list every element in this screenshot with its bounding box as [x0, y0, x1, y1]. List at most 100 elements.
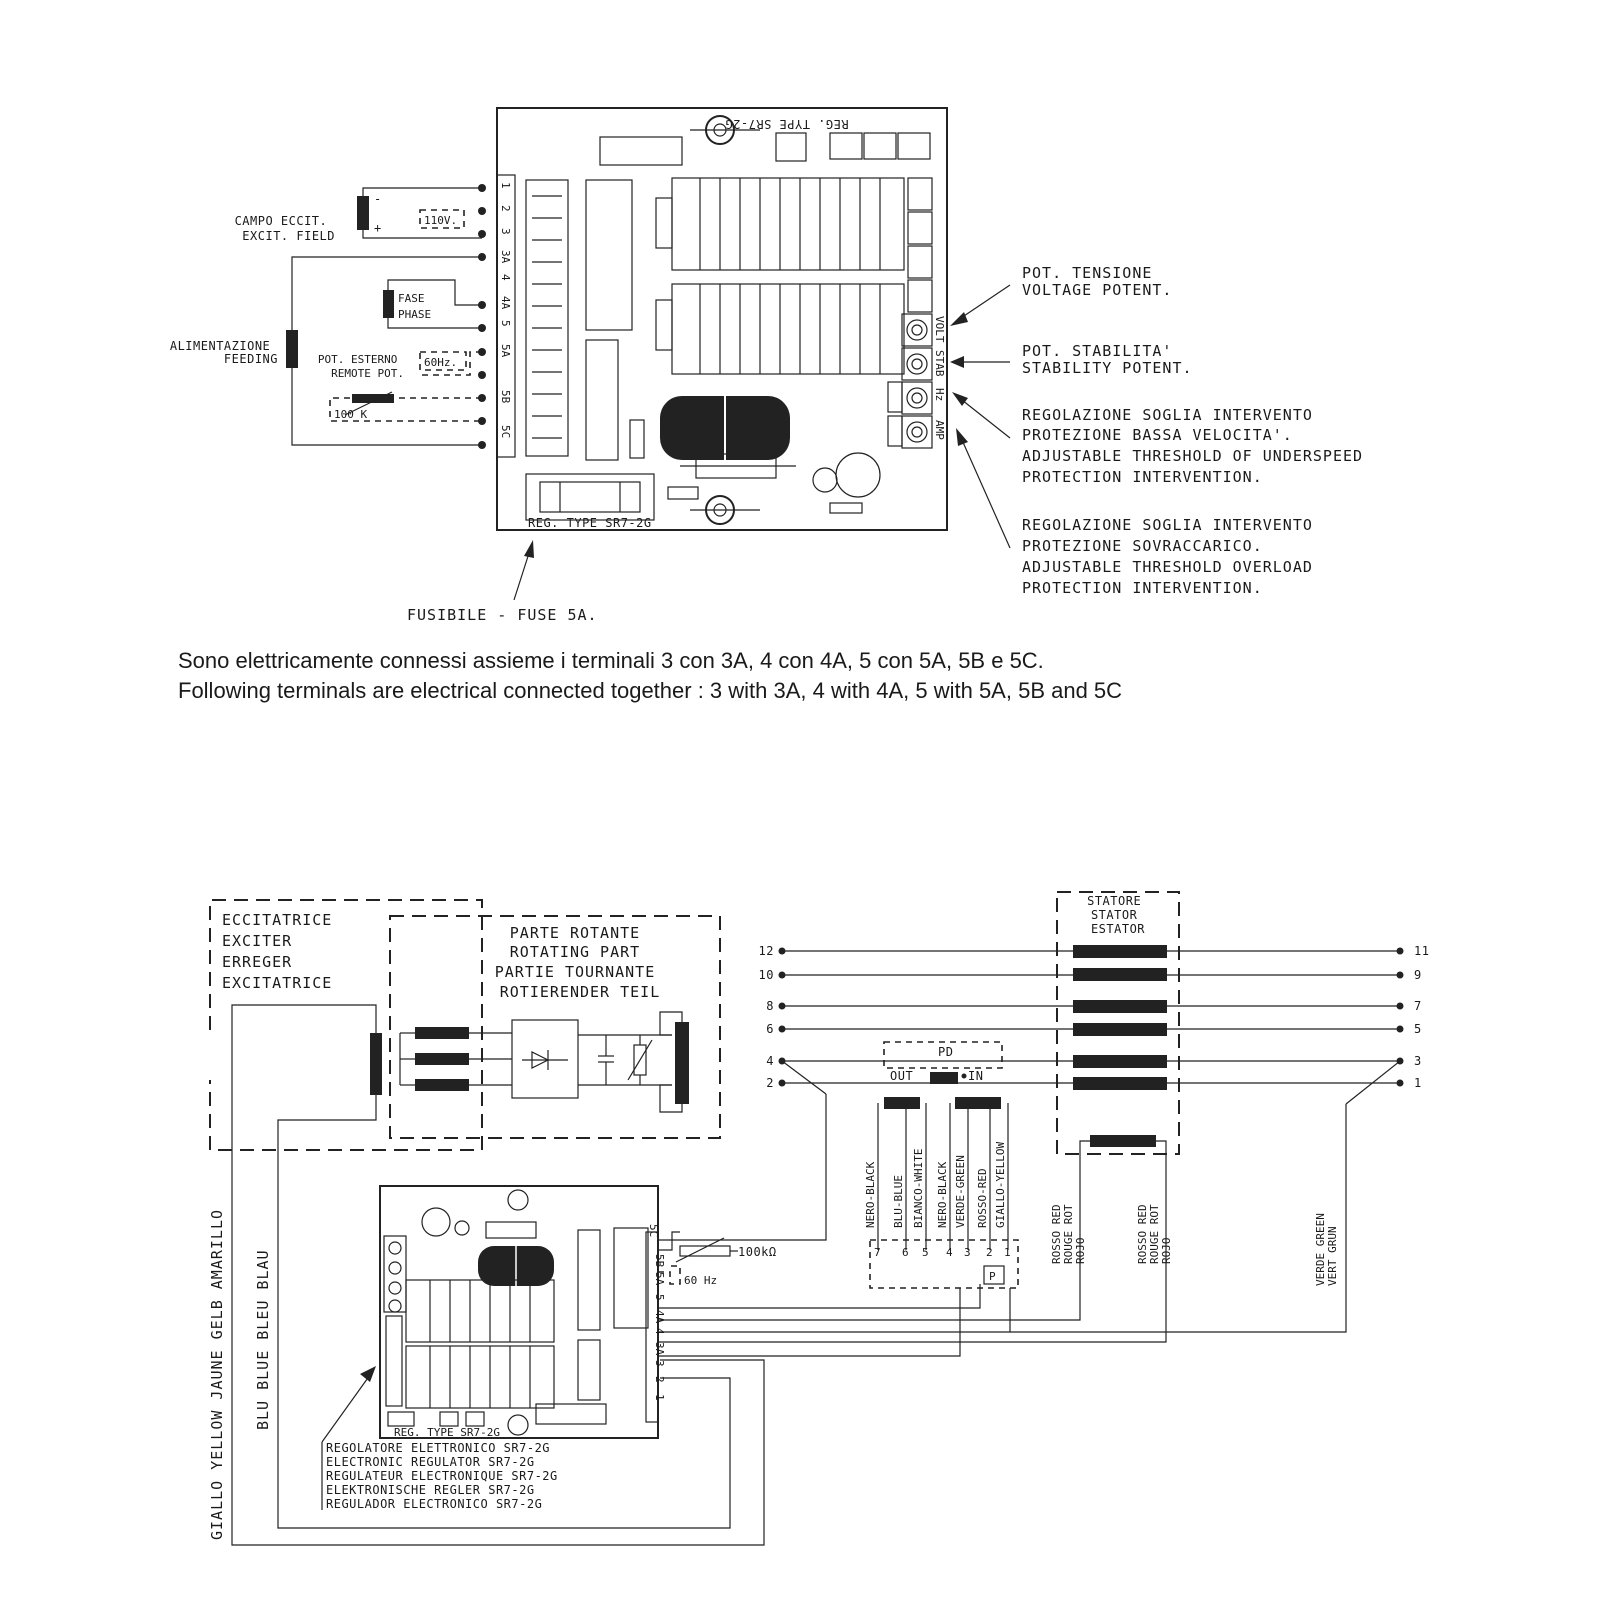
rotating-line: PARTIE TOURNANTE [495, 963, 656, 981]
stability-pot-line: STABILITY POTENT. [1022, 359, 1193, 377]
green-label-line: VERDE GREEN [1314, 1213, 1327, 1286]
remote-pot-label: POT. ESTERNO REMOTE POT. [318, 353, 404, 380]
pd-wire-label: GIALLO-YELLOW [994, 1142, 1007, 1228]
note-english: Following terminals are electrical conne… [178, 678, 1122, 703]
svg-text:-: - [374, 192, 382, 206]
pd-wire-label: VERDE-GREEN [954, 1155, 967, 1228]
pd-wire-label: NERO-BLACK [864, 1161, 877, 1228]
terminal-number: 3 [1414, 1054, 1422, 1068]
terminal-number: 6 [766, 1022, 774, 1036]
stator-line: STATOR [1091, 908, 1138, 922]
terminal-label: 5B [653, 1254, 666, 1268]
red-label-line: ROUGE ROT [1148, 1204, 1161, 1264]
bottom-terminal-labels: 5C 5B 5A 5 4A 4 3A 3 2 1 [647, 1224, 666, 1401]
regulator-line: REGULATEUR ELECTRONIQUE SR7-2G [326, 1469, 558, 1483]
underspeed-line: ADJUSTABLE THRESHOLD OF UNDERSPEED [1022, 447, 1363, 465]
green-label-line: VERT GRUN [1326, 1226, 1339, 1286]
green-label: VERDE GREEN VERT GRUN [1314, 1207, 1339, 1286]
regulator-line: ELEKTRONISCHE REGLER SR7-2G [326, 1483, 535, 1497]
terminal-number: 9 [1414, 968, 1422, 982]
rotating-line: ROTATING PART [510, 943, 640, 961]
terminal-label: 1 [499, 182, 512, 189]
terminal-label: 3 [499, 228, 512, 235]
stator-line: ESTATOR [1091, 922, 1145, 936]
pd-terminal: 5 [922, 1246, 929, 1259]
underspeed-line: PROTECTION INTERVENTION. [1022, 468, 1263, 486]
pd-wire-label: NERO-BLACK [936, 1161, 949, 1228]
bottom-board-label: REG. TYPE SR7-2G [394, 1426, 500, 1439]
pd-p-label: P [989, 1270, 996, 1283]
pd-wire-label: BLU-BLUE [892, 1175, 905, 1228]
terminal-number: 5 [1414, 1022, 1422, 1036]
exciter-line: ERREGER [222, 953, 292, 971]
pd-terminal: 7 [874, 1246, 881, 1259]
underspeed-line: PROTEZIONE BASSA VELOCITA'. [1022, 426, 1293, 444]
terminal-label: 5B [499, 390, 512, 404]
remote-pot-line: POT. ESTERNO [318, 353, 397, 366]
k100-label: 100 K [334, 408, 367, 421]
red-label-line: ROSSO RED [1050, 1204, 1063, 1264]
overload-line: PROTEZIONE SOVRACCARICO. [1022, 537, 1263, 555]
terminal-number: 4 [766, 1054, 774, 1068]
top-external-wiring: - + 110V. CAMPO ECCIT. EXCIT. FIELD ALIM… [170, 184, 598, 624]
regulator-line: ELECTRONIC REGULATOR SR7-2G [326, 1455, 535, 1469]
terminal-label: 3A [499, 250, 512, 264]
feeding-line: FEEDING [224, 352, 278, 366]
pd-wire-labels: NERO-BLACK BLU-BLUE BIANCO-WHITE NERO-BL… [864, 1142, 1007, 1228]
terminal-label: 5A [653, 1272, 666, 1286]
terminal-label: 5C [647, 1224, 660, 1237]
stator-right-numbers: 11 9 7 5 3 1 [1414, 944, 1429, 1090]
overload-line: PROTECTION INTERVENTION. [1022, 579, 1263, 597]
k100-bottom-label: 100kΩ [738, 1245, 777, 1259]
terminal-label: 4A [653, 1310, 666, 1324]
voltage-pot-line: POT. TENSIONE [1022, 264, 1152, 282]
terminal-label: 4A [499, 296, 512, 310]
pd-label: PD [938, 1045, 953, 1059]
voltage-pot-label: POT. TENSIONE VOLTAGE POTENT. [1022, 264, 1172, 299]
board-label-bottom: REG. TYPE SR7-2G [528, 516, 652, 530]
rotating-line: ROTIERENDER TEIL [500, 983, 661, 1001]
underspeed-label: REGOLAZIONE SOGLIA INTERVENTO PROTEZIONE… [1022, 406, 1373, 486]
regulator-line: REGULADOR ELECTRONICO SR7-2G [326, 1497, 542, 1511]
board-label-top: REG. TYPE SR7-2G [725, 117, 849, 131]
terminal-label: 2 [653, 1376, 666, 1383]
regulator-line: REGOLATORE ELETTRONICO SR7-2G [326, 1441, 550, 1455]
stator-line: STATORE [1087, 894, 1141, 908]
rotating-part-frame: PARTE ROTANTE ROTATING PART PARTIE TOURN… [231, 915, 765, 1546]
phase-line: PHASE [398, 308, 431, 321]
voltage-pot-line: VOLTAGE POTENT. [1022, 281, 1172, 299]
v110-label: 110V. [424, 214, 457, 227]
pot-label-amp: AMP [933, 420, 946, 440]
terminal-label: 5 [653, 1294, 666, 1301]
pd-terminal: 4 [946, 1246, 953, 1259]
phase-line: FASE [398, 292, 425, 305]
red-label-line: ROJO [1074, 1238, 1087, 1265]
exciter-label: ECCITATRICE EXCITER ERREGER EXCITATRICE [222, 911, 342, 992]
stator-left-numbers: 12 10 8 6 4 2 [759, 944, 774, 1090]
terminal-number: 7 [1414, 999, 1422, 1013]
top-potentiometers: VOLT STAB Hz AMP [887, 313, 946, 449]
pd-terminal: 6 [902, 1246, 909, 1259]
terminal-label: 3A [653, 1342, 666, 1356]
pd-out-label: OUT [890, 1069, 913, 1083]
terminal-label: 1 [653, 1394, 666, 1401]
terminal-label: 5A [499, 344, 512, 358]
pd-wire-label: ROSSO-RED [976, 1168, 989, 1228]
red-label-2: ROSSO RED ROUGE ROT ROJO [1136, 1198, 1173, 1264]
exciter-line: EXCITATRICE [222, 974, 332, 992]
phase-label: FASE PHASE [398, 292, 431, 321]
note-italian: Sono elettricamente connessi assieme i t… [178, 648, 1044, 673]
terminal-number: 11 [1414, 944, 1429, 958]
terminal-label: 3 [653, 1360, 666, 1367]
overload-line: ADJUSTABLE THRESHOLD OVERLOAD [1022, 558, 1313, 576]
pot-label-stab: STAB [933, 350, 946, 377]
rotating-line: PARTE ROTANTE [510, 924, 640, 942]
fuse-label: FUSIBILE - FUSE 5A. [407, 606, 598, 624]
exc-field-line: CAMPO ECCIT. [235, 214, 328, 228]
exciter-line: ECCITATRICE [222, 911, 332, 929]
stator: STATORE STATOR ESTATOR 12 [759, 891, 1429, 1302]
pd-terminal-labels: 7 6 5 4 3 2 1 [874, 1246, 1011, 1259]
pd-terminal: 1 [1004, 1246, 1011, 1259]
terminal-number: 8 [766, 999, 774, 1013]
